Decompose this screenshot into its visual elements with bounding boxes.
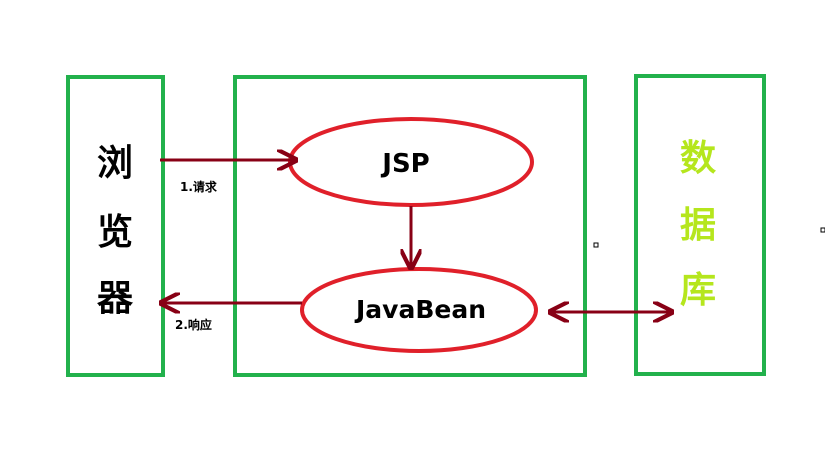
- handle-mark-edge: [820, 227, 825, 233]
- browser-box: [66, 75, 165, 377]
- browser-char-1: 浏: [97, 143, 133, 184]
- database-box: [634, 74, 766, 376]
- database-char-3: 库: [680, 270, 716, 311]
- jsp-label: JSP: [380, 149, 429, 179]
- browser-char-3: 器: [97, 278, 134, 319]
- database-char-2: 据: [680, 205, 716, 246]
- browser-char-2: 览: [97, 212, 133, 253]
- request-label: 1.请求: [180, 179, 218, 194]
- response-label: 2.响应: [175, 317, 212, 332]
- database-char-1: 数: [680, 138, 716, 179]
- javabean-label: JavaBean: [354, 295, 486, 324]
- handle-mark: [593, 242, 599, 248]
- server-box: [233, 75, 587, 377]
